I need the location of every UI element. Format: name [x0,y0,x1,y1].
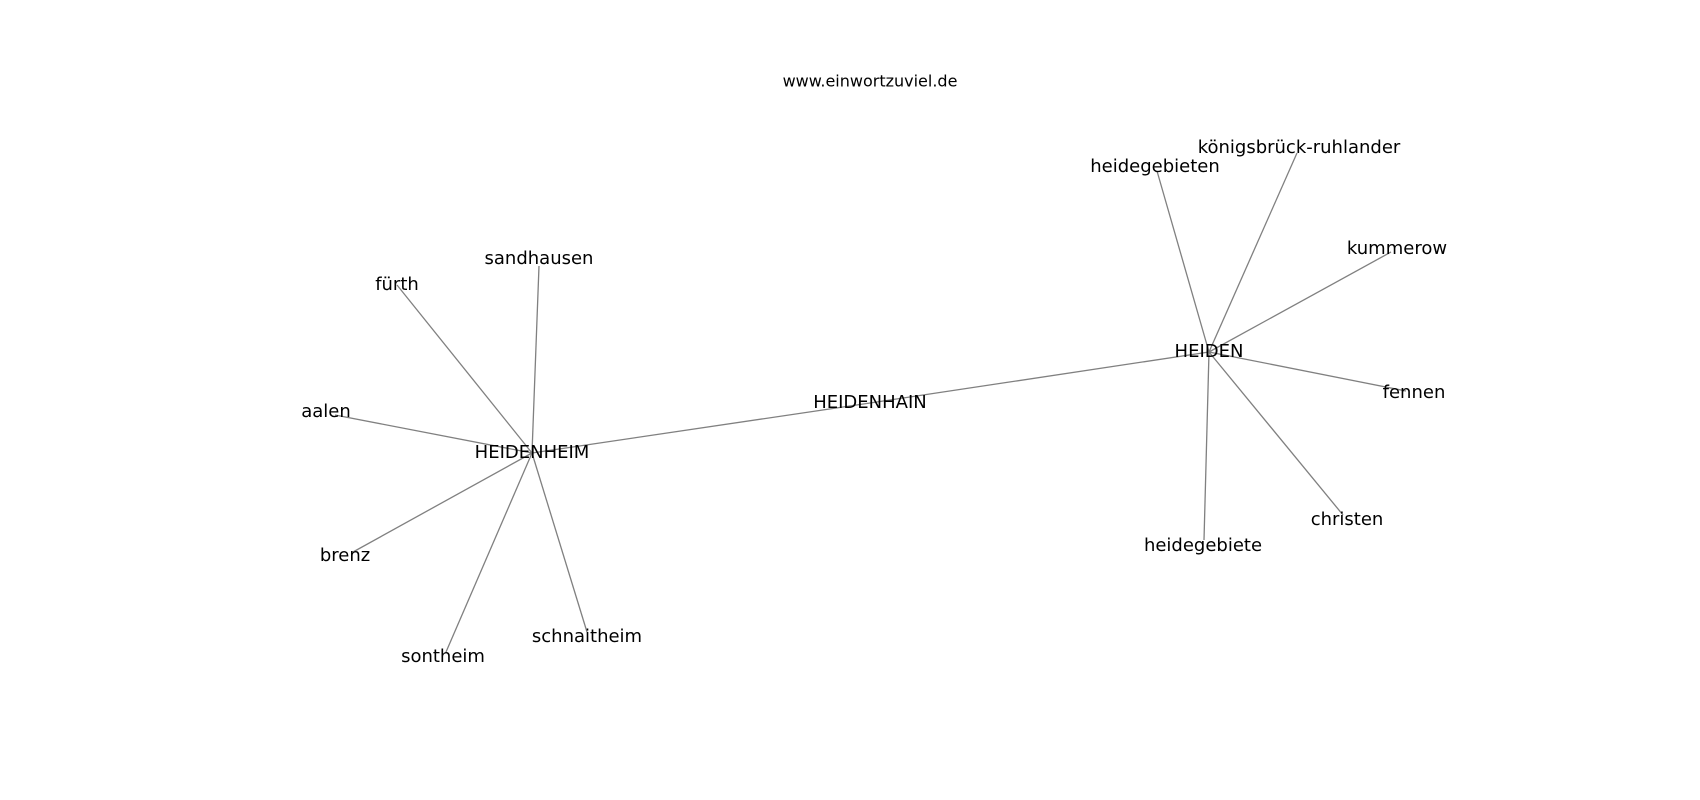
edge-heiden-heidegebieten [1156,170,1210,353]
edge-heidenheim-furth [396,284,533,454]
edge-heiden-heidegebiete [1203,351,1210,541]
node-schnaitheim: schnaitheim [532,626,642,647]
edge-heidenheim-aalen [334,414,533,454]
node-christen: christen [1311,509,1384,530]
edge-heidenhain-heiden [869,351,1210,404]
site-url: www.einwortzuviel.de [783,72,958,91]
node-heidegebieten: heidegebieten [1090,156,1220,177]
edge-heidenheim-brenz [352,452,533,553]
edge-heiden-christen [1208,351,1344,516]
node-sontheim: sontheim [401,646,485,667]
node-heiden: HEIDEN [1175,341,1244,362]
node-aalen: aalen [301,401,351,422]
edge-heiden-fennen [1208,351,1407,392]
edge-heidenheim-sontheim [445,452,533,653]
node-layer: HEIDENHAIN HEIDENHEIM HEIDEN sandhausen fürt… [301,137,1447,667]
edge-heidenheim-sandhausen [531,265,540,454]
edge-heiden-kummerow [1208,251,1392,353]
node-heidenhain: HEIDENHAIN [813,392,927,413]
edge-heidenheim-schnaitheim [531,452,588,633]
node-heidenheim: HEIDENHEIM [475,442,590,463]
edge-layer [334,152,1407,653]
edge-heiden-konigsbruck [1208,152,1298,353]
node-sandhausen: sandhausen [485,248,594,269]
edge-heidenhain-heidenheim [531,402,871,454]
node-heidegebiete: heidegebiete [1144,535,1262,556]
node-kummerow: kummerow [1347,238,1447,259]
node-furth: fürth [375,274,419,295]
node-fennen: fennen [1383,382,1446,403]
node-brenz: brenz [320,545,370,566]
node-konigsbruck: königsbrück-ruhlander [1198,137,1401,158]
